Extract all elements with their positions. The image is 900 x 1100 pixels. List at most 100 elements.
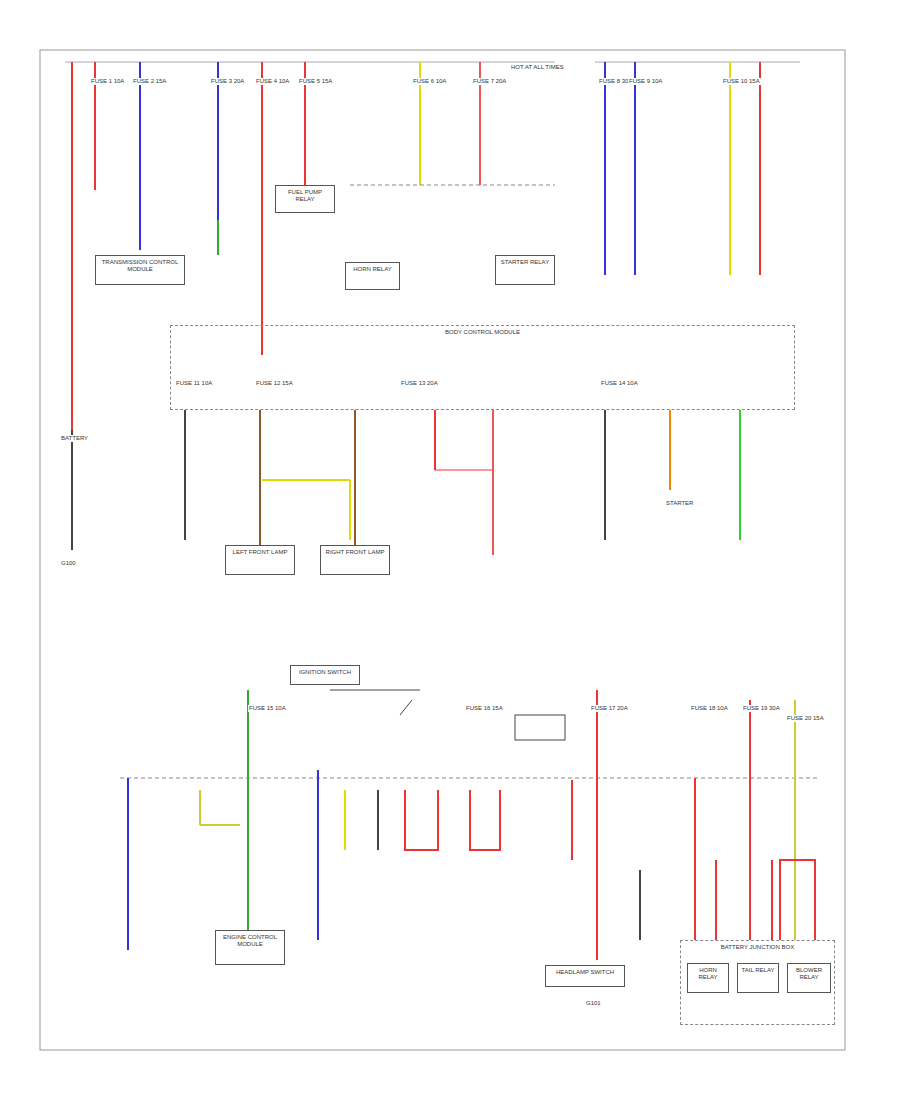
wire [434,410,436,470]
junction-band: BODY CONTROL MODULE [170,325,795,410]
component-box: STARTER RELAY [495,255,555,285]
wire [739,410,741,540]
component-label: BLOWER RELAY [791,967,827,981]
wire [184,410,186,540]
component-box: TRANSMISSION CONTROL MODULE [95,255,185,285]
wire [771,860,773,940]
switch-symbol [330,690,420,691]
wire-label: FUSE 9 10A [628,78,663,85]
bus-line [120,778,820,779]
wire [217,62,219,220]
wire [349,480,351,540]
wire [639,870,641,940]
wire [571,780,573,860]
component-label: ENGINE CONTROL MODULE [219,934,281,948]
component-label: HORN RELAY [349,266,396,273]
wire [780,860,815,940]
bus-line [65,62,555,63]
frame [40,50,845,1050]
component-label: TRANSMISSION CONTROL MODULE [99,259,181,273]
component-box: HORN RELAY [687,963,729,993]
relay-symbol [515,715,565,740]
wire [127,778,129,950]
wire-label: FUSE 3 20A [210,78,245,85]
wire [71,62,73,430]
wire [634,62,636,275]
component-box: BLOWER RELAY [787,963,831,993]
wire [247,690,249,930]
component-label: HORN RELAY [691,967,725,981]
wire [729,62,731,275]
wire [317,770,319,940]
wire [749,700,751,940]
wire-label: BATTERY [60,435,89,442]
wire [139,62,141,250]
component-box: TAIL RELAY [737,963,779,993]
wire-label: FUSE 20 15A [786,715,825,722]
wire [217,220,219,255]
switch-symbol [400,700,412,715]
wire-label: FUSE 6 10A [412,78,447,85]
wire-label: FUSE 10 15A [722,78,761,85]
wire-label: STARTER [665,500,694,507]
wire-label: FUSE 5 15A [298,78,333,85]
component-label: TAIL RELAY [741,967,775,974]
component-label: FUEL PUMP RELAY [279,189,331,203]
wire [199,790,201,825]
component-box: LEFT FRONT LAMP [225,545,295,575]
wire [694,778,696,940]
wire-label: FUSE 2 15A [132,78,167,85]
wire-label: FUSE 11 10A [175,380,213,387]
wire [71,430,73,550]
wire-connector [259,410,261,545]
component-label: STARTER RELAY [499,259,551,266]
wire [596,690,598,960]
wire-label: FUSE 19 30A [742,705,781,712]
wire-label: FUSE 16 15A [465,705,504,712]
bus-line [595,62,800,63]
wire [492,410,494,555]
component-box: RIGHT FRONT LAMP [320,545,390,575]
wire-label: FUSE 4 10A [255,78,290,85]
wire-label: FUSE 1 10A [90,78,125,85]
wire [435,470,493,471]
wire-label: FUSE 15 10A [248,705,287,712]
component-label: BATTERY JUNCTION BOX [684,944,831,951]
wire [377,790,379,850]
wire [715,860,717,940]
component-label: IGNITION SWITCH [294,669,356,676]
wire [405,790,438,850]
component-label: HEADLAMP SWITCH [549,969,621,976]
component-box: IGNITION SWITCH [290,665,360,685]
wire [604,410,606,540]
wire-label: FUSE 17 20A [590,705,629,712]
component-label: LEFT FRONT LAMP [229,549,291,556]
wire-label: FUSE 18 10A [690,705,729,712]
wire [200,824,240,826]
wire [669,410,671,490]
wire-connector [354,410,356,545]
wire-label: G101 [585,1000,602,1007]
wire [344,790,346,850]
component-box: HORN RELAY [345,262,400,290]
wire-label: FUSE 12 15A [255,380,294,387]
junction-band: BATTERY JUNCTION BOX HORN RELAY TAIL RELAY… [680,940,835,1025]
component-box: ENGINE CONTROL MODULE [215,930,285,965]
bus-line [350,185,555,186]
wire [470,790,500,850]
wire [262,479,350,481]
wire-label: FUSE 14 10A [600,380,639,387]
wire-label: HOT AT ALL TIMES [510,64,565,71]
component-box: FUEL PUMP RELAY [275,185,335,213]
component-box: HEADLAMP SWITCH [545,965,625,987]
wire-label: FUSE 7 20A [472,78,507,85]
wire [604,62,606,275]
component-label: BODY CONTROL MODULE [174,329,791,336]
wire [759,62,761,275]
wire-label: G100 [60,560,77,567]
wire [261,62,263,355]
component-label: RIGHT FRONT LAMP [324,549,386,556]
